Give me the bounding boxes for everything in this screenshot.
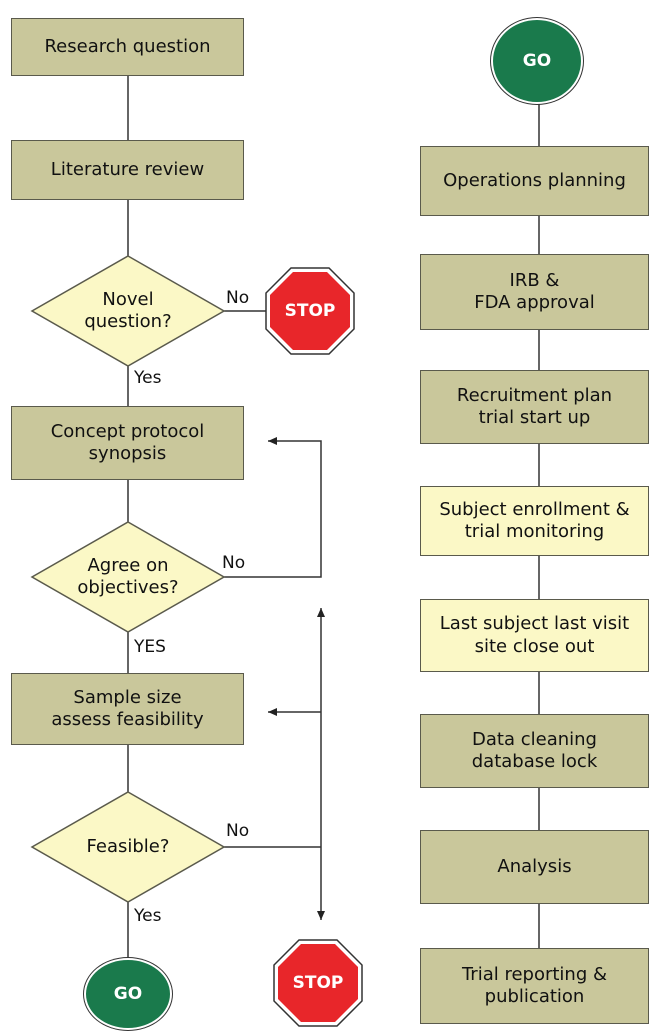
stop-sign-top: STOP — [264, 266, 356, 356]
agree-yes-label: YES — [134, 637, 166, 657]
sample-size-label: Sample size assess feasibility — [51, 686, 204, 731]
step-box-5: Last subject last visit site close out — [420, 599, 649, 672]
step-box-6: Data cleaning database lock — [420, 714, 649, 788]
agree-no-label: No — [222, 553, 246, 573]
feasible-no-label: No — [226, 821, 250, 841]
literature-review-box: Literature review — [11, 140, 244, 200]
sample-size-box: Sample size assess feasibility — [11, 673, 244, 745]
stop-bottom-label: STOP — [292, 973, 344, 993]
step-box-1: Operations planning — [420, 146, 649, 216]
go-top-label: GO — [522, 51, 552, 71]
feasible-yes-label: Yes — [134, 906, 162, 926]
step-box-4: Subject enrollment & trial monitoring — [420, 486, 649, 556]
step-box-2: IRB & FDA approval — [420, 254, 649, 330]
decision-diamond-agree — [30, 521, 226, 633]
decision-diamond-novel — [30, 255, 226, 367]
concept-protocol-label: Concept protocol synopsis — [50, 420, 205, 465]
step-box-7: Analysis — [420, 830, 649, 904]
step-box-8: Trial reporting & publication — [420, 948, 649, 1024]
step-label-4: Subject enrollment & trial monitoring — [439, 498, 630, 543]
decision-diamond-feasible — [30, 791, 226, 903]
step-label-7: Analysis — [497, 855, 572, 877]
novel-yes-label: Yes — [134, 368, 162, 388]
go-bottom-label: GO — [113, 984, 143, 1004]
step-label-1: Operations planning — [443, 169, 626, 191]
novel-question-label: Novel question? — [84, 288, 172, 333]
feedback-arrow — [224, 437, 322, 578]
feasible-label: Feasible? — [86, 835, 170, 857]
step-label-2: IRB & FDA approval — [474, 269, 595, 314]
step-label-5: Last subject last visit site close out — [439, 613, 630, 657]
stop-top-label: STOP — [284, 301, 336, 321]
agree-objectives-label: Agree on objectives? — [77, 554, 179, 599]
novel-no-label: No — [226, 288, 250, 308]
stop-sign-bottom: STOP — [272, 938, 364, 1028]
stop-octagon-icon — [273, 939, 363, 1027]
research-question-box: Research question — [11, 18, 244, 76]
literature-review-label: Literature review — [50, 158, 205, 180]
go-terminal-top: GO — [493, 20, 581, 102]
stop-octagon-icon — [265, 267, 355, 355]
research-question-label: Research question — [44, 35, 211, 57]
go-terminal-bottom: GO — [86, 960, 170, 1028]
step-label-6: Data cleaning database lock — [471, 728, 598, 773]
step-box-3: Recruitment plan trial start up — [420, 370, 649, 444]
step-label-3: Recruitment plan trial start up — [456, 384, 613, 429]
concept-protocol-box: Concept protocol synopsis — [11, 406, 244, 480]
step-label-8: Trial reporting & publication — [461, 963, 608, 1008]
